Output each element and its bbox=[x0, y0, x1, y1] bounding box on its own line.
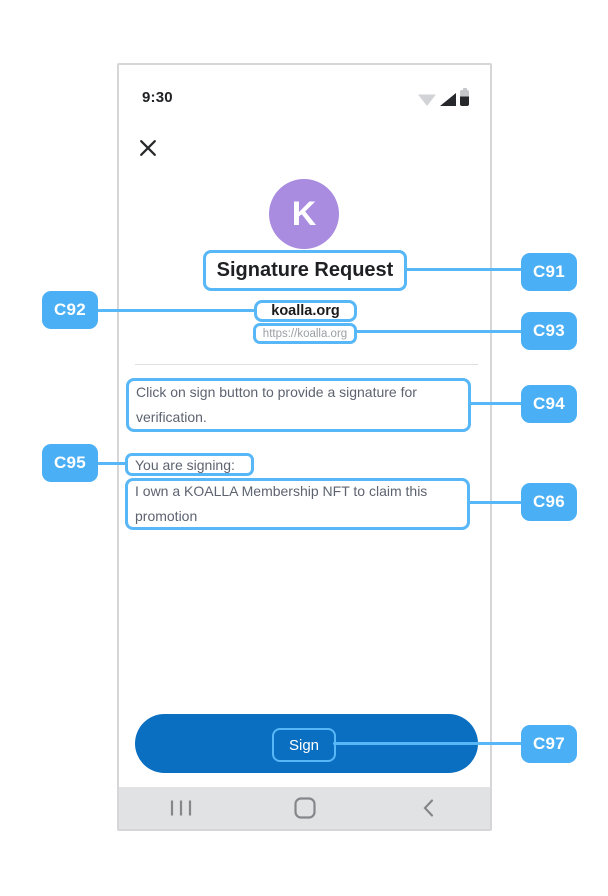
site-url-label: https://koalla.org bbox=[262, 327, 348, 340]
callout-label-c93: C93 bbox=[521, 312, 577, 350]
status-icons bbox=[418, 88, 469, 106]
back-icon bbox=[423, 799, 434, 817]
callout-label-c95: C95 bbox=[42, 444, 98, 482]
site-name-label: koalla.org bbox=[271, 303, 340, 319]
wifi-icon bbox=[418, 94, 436, 106]
battery-icon bbox=[460, 88, 469, 106]
sign-button-label: Sign bbox=[272, 728, 336, 762]
callout-label-c96: C96 bbox=[521, 483, 577, 521]
recents-button[interactable] bbox=[119, 787, 243, 829]
callout-line-c93 bbox=[354, 330, 522, 333]
callout-label-c91: C91 bbox=[521, 253, 577, 291]
callout-line-c92 bbox=[97, 309, 255, 312]
callout-line-c94 bbox=[468, 402, 522, 405]
callout-line-c97 bbox=[333, 742, 522, 745]
avatar: K bbox=[269, 179, 339, 249]
description-text: Click on sign button to provide a signat… bbox=[136, 384, 417, 425]
home-icon bbox=[293, 797, 316, 819]
callout-line-c91 bbox=[404, 268, 522, 271]
description-message: Click on sign button to provide a signat… bbox=[126, 378, 471, 432]
callout-label-c97: C97 bbox=[521, 725, 577, 763]
sign-button-label-text: Sign bbox=[288, 736, 320, 754]
close-button[interactable] bbox=[135, 135, 161, 161]
site-name: koalla.org bbox=[254, 300, 357, 322]
phone-frame: 9:30 K Signature Request koalla.org bbox=[117, 63, 492, 831]
divider bbox=[135, 364, 478, 365]
signing-message-text: I own a KOALLA Membership NFT to claim t… bbox=[135, 483, 428, 524]
signature-request-title: Signature Request bbox=[203, 250, 407, 291]
back-button[interactable] bbox=[366, 787, 490, 829]
close-icon bbox=[140, 140, 156, 156]
recents-icon bbox=[170, 800, 191, 816]
callout-line-c96 bbox=[468, 501, 522, 504]
avatar-letter: K bbox=[291, 194, 317, 233]
status-time: 9:30 bbox=[142, 88, 173, 106]
cellular-signal-icon bbox=[440, 93, 456, 106]
signing-label: You are signing: bbox=[125, 453, 254, 476]
android-nav-bar bbox=[119, 787, 490, 829]
signing-message: I own a KOALLA Membership NFT to claim t… bbox=[125, 478, 470, 530]
callout-label-c94: C94 bbox=[521, 385, 577, 423]
home-button[interactable] bbox=[243, 787, 367, 829]
page-title: Signature Request bbox=[216, 259, 394, 281]
signing-label-text: You are signing: bbox=[135, 456, 235, 473]
site-url: https://koalla.org bbox=[253, 323, 357, 344]
callout-line-c95 bbox=[97, 462, 128, 465]
callout-label-c92: C92 bbox=[42, 291, 98, 329]
status-bar: 9:30 bbox=[142, 87, 469, 107]
